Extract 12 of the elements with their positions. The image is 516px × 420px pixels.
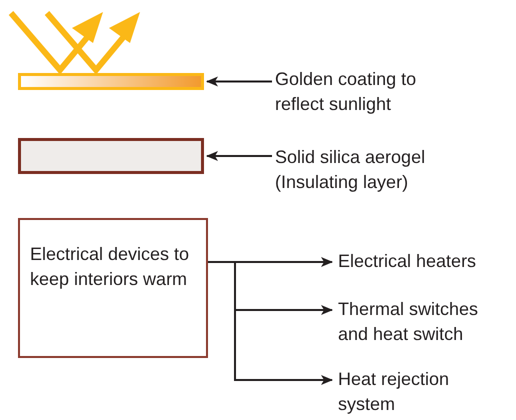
item-label: Thermal switches and heat switch (338, 297, 508, 347)
arrow (206, 76, 272, 86)
item-label: Heat rejection system (338, 367, 488, 417)
callout-text: Solid silica aerogel (Insulating layer) (275, 145, 485, 195)
arrow (208, 261, 333, 385)
arrow (206, 151, 272, 161)
box-text: Electrical devices to keep interiors warm (30, 243, 190, 291)
item-label: Electrical heaters (338, 249, 508, 274)
callout-text: Golden coating to reflect sunlight (275, 67, 455, 117)
aerogel-layer (18, 138, 204, 174)
device-box (18, 218, 208, 358)
coating-bar (18, 73, 204, 90)
